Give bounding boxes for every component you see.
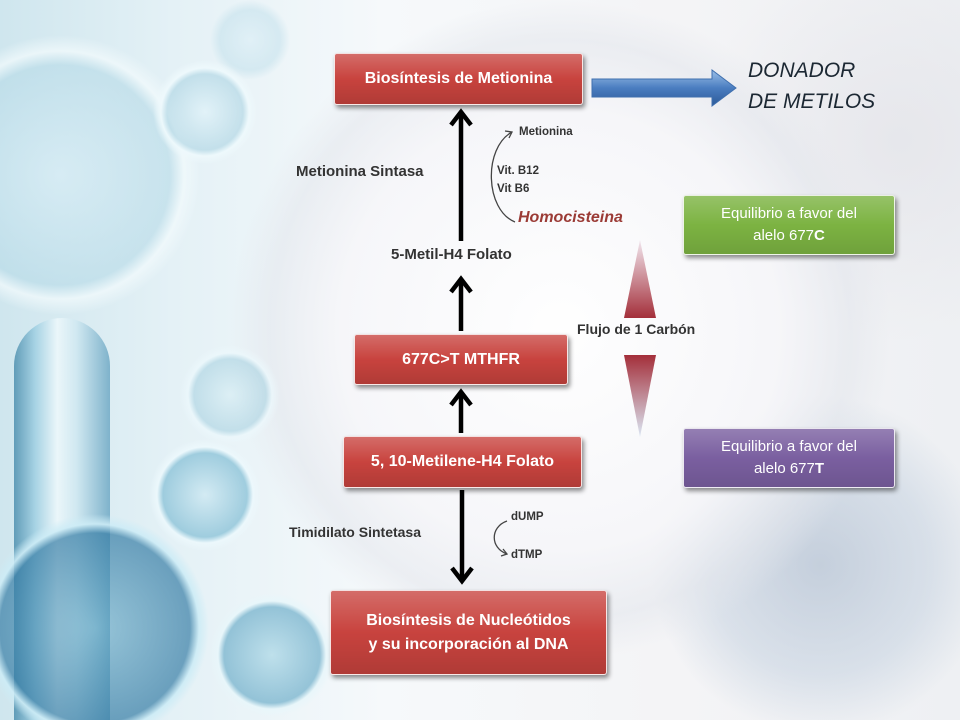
nucleotide-biosynthesis-box: Biosíntesis de Nucleótidos y su incorpor… bbox=[330, 590, 607, 675]
methionine-synthase-label: Metionina Sintasa bbox=[296, 163, 424, 180]
flux-triangle-down bbox=[624, 355, 656, 437]
homocysteine-label: Homocisteina bbox=[518, 209, 623, 226]
mthfr-label: 677C>T MTHFR bbox=[402, 350, 520, 368]
equilibrium-677c-line2: alelo 677C bbox=[753, 225, 825, 247]
nucleotide-biosynthesis-line2: y su incorporación al DNA bbox=[368, 635, 569, 653]
methyl-donor-arrow bbox=[591, 69, 737, 107]
equilibrium-677t-allele: T bbox=[814, 460, 825, 477]
methionine-biosynthesis-box: Biosíntesis de Metionina bbox=[334, 53, 583, 105]
methionine-biosynthesis-label: Biosíntesis de Metionina bbox=[364, 70, 553, 87]
dump-label: dUMP bbox=[511, 511, 544, 523]
vitamin-b6-label: Vit B6 bbox=[497, 183, 530, 195]
methyl-donor-line2: DE METILOS bbox=[748, 90, 876, 113]
equilibrium-677c-line1: Equilibrio a favor del bbox=[721, 205, 857, 222]
equilibrium-677t-allele-prefix: alelo 677 bbox=[753, 460, 815, 477]
equilibrium-677t-line2: alelo 677T bbox=[754, 458, 824, 480]
nucleotide-biosynthesis-line1: Biosíntesis de Nucleótidos bbox=[366, 611, 571, 629]
arrow-methylene-to-mthfr bbox=[449, 388, 473, 433]
equilibrium-677c-allele: C bbox=[814, 227, 825, 244]
equilibrium-677t-line1: Equilibrio a favor del bbox=[721, 438, 857, 455]
methyl-donor-line1: DONADOR bbox=[748, 59, 856, 82]
equilibrium-677c-allele-prefix: alelo 677 bbox=[753, 227, 815, 244]
arrow-mthfr-to-methylfolate bbox=[449, 275, 473, 331]
vitamin-b12-label: Vit. B12 bbox=[497, 165, 539, 177]
arrow-methylfolate-to-methionine bbox=[449, 108, 473, 241]
methylene-folate-box: 5, 10-Metilene-H4 Folato bbox=[343, 436, 582, 488]
methyl-donor-text: DONADOR DE METILOS bbox=[748, 55, 875, 117]
methionine-cycle-curve-arrow bbox=[490, 130, 516, 223]
flux-triangle-up bbox=[624, 240, 656, 318]
dtmp-label: dTMP bbox=[511, 549, 543, 561]
mthfr-box: 677C>T MTHFR bbox=[354, 334, 568, 385]
methylene-folate-label: 5, 10-Metilene-H4 Folato bbox=[370, 453, 555, 470]
thymidylate-synthase-label: Timidilato Sintetasa bbox=[289, 524, 421, 540]
one-carbon-flow-label: Flujo de 1 Carbón bbox=[577, 321, 696, 337]
equilibrium-677c-box: Equilibrio a favor del alelo 677C bbox=[683, 195, 895, 255]
methylfolate-label: 5-Metil-H4 Folato bbox=[391, 246, 512, 263]
arrow-methylene-to-nucleotides bbox=[450, 490, 474, 585]
thymidylate-cycle-curve-arrow bbox=[493, 520, 509, 557]
methionine-cycle-methionine: Metionina bbox=[519, 126, 573, 138]
equilibrium-677t-box: Equilibrio a favor del alelo 677T bbox=[683, 428, 895, 488]
